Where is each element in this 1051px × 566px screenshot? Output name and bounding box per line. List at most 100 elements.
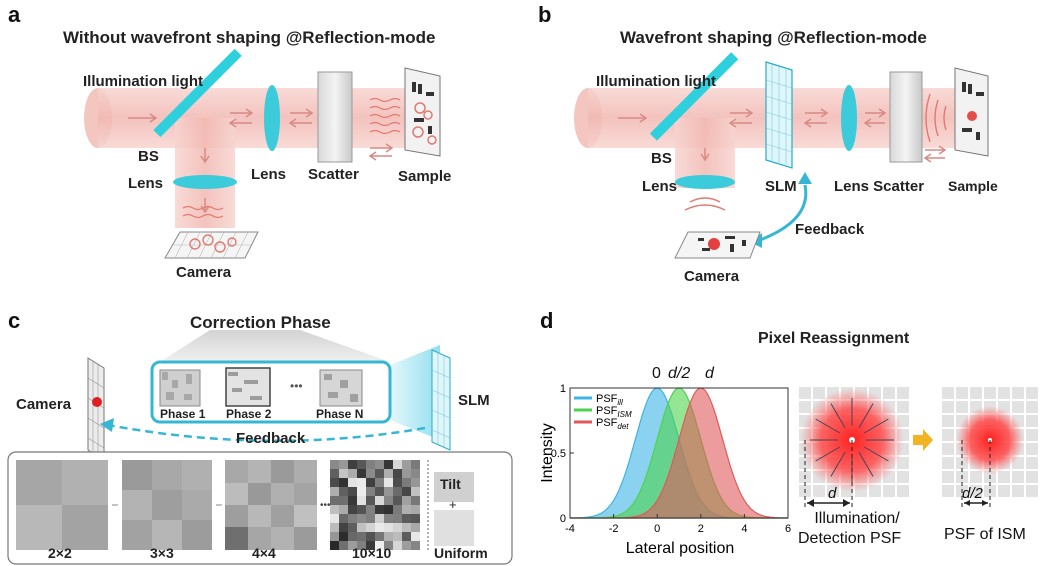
grid10-cell [330, 541, 339, 550]
lens-b-mid [841, 85, 857, 151]
grid10-cell [366, 487, 375, 496]
grid10-cell [330, 460, 339, 469]
grid-cell [942, 429, 954, 441]
grid10-cell [402, 523, 411, 532]
grid-cell [998, 387, 1010, 399]
grid-3x3 [122, 460, 212, 550]
grid10-cell [411, 496, 420, 505]
legend-label: PSFdet [596, 417, 629, 431]
grid-3x3-label: 3×3 [150, 545, 174, 561]
grid-cell [1026, 415, 1038, 427]
tilt-label: Tilt [440, 476, 461, 492]
grid10-cell [402, 460, 411, 469]
plus-label: + [449, 497, 457, 512]
scatter-label-a: Scatter [308, 166, 359, 183]
grid-cell [942, 415, 954, 427]
inward-arrow [863, 418, 889, 434]
grid10-cell [411, 523, 420, 532]
grid10-cell [330, 487, 339, 496]
grid-cell [942, 471, 954, 483]
phase-2-thumb [225, 367, 271, 407]
grid10-cell [339, 523, 348, 532]
grid10-cell [402, 496, 411, 505]
phase-n-label: Phase N [316, 407, 364, 421]
panel-a-letter: a [8, 2, 21, 27]
grid10-cell [330, 478, 339, 487]
grid10-cell [366, 460, 375, 469]
feedback-label-c: Feedback [236, 430, 306, 447]
grid10-cell [393, 460, 402, 469]
camera-a [164, 231, 259, 259]
lens-mid-a [264, 85, 280, 151]
d-mark: d [828, 485, 837, 502]
grid-cell [897, 471, 909, 483]
grid10-cell [384, 541, 393, 550]
inward-arrow [815, 418, 841, 434]
grid10-cell [384, 460, 393, 469]
panel-d-letter: d [540, 308, 554, 333]
grid10-cell [393, 505, 402, 514]
panel-b-letter: b [538, 2, 552, 27]
grid10-cell [411, 478, 420, 487]
grid10-cell [366, 514, 375, 523]
grid10-cell [375, 460, 384, 469]
grid-cell [1012, 485, 1024, 497]
grid10-cell [330, 532, 339, 541]
x-tick-label: -2 [609, 523, 619, 535]
x-tick-label: 2 [698, 523, 704, 535]
panel-b-diagram [574, 52, 989, 259]
grid10-cell [348, 532, 357, 541]
grid-cell [1026, 443, 1038, 455]
feedback-arrow-b [759, 184, 808, 242]
grid-4x4-label: 4×4 [252, 545, 276, 561]
lens-label-b: Lens [642, 178, 678, 195]
grid10-cell [375, 514, 384, 523]
grid-cell [970, 485, 982, 497]
yellow-arrow [913, 429, 933, 451]
camera-label-b: Camera [684, 268, 740, 285]
grid10-cell [330, 523, 339, 532]
grid-cell [883, 387, 895, 399]
inward-arrow [830, 403, 846, 429]
grid10-cell [357, 505, 366, 514]
grid10-cell [366, 478, 375, 487]
grid10-cell [366, 541, 375, 550]
illumination-label-a: Illumination light [83, 73, 203, 90]
grid-cell [998, 471, 1010, 483]
grid10-cell [348, 487, 357, 496]
grid-cell [897, 485, 909, 497]
uniform-label: Uniform [434, 545, 488, 561]
grid10-cell [393, 514, 402, 523]
grid10-cell [366, 469, 375, 478]
illumination-label-b: Illumination light [596, 73, 716, 90]
grid10-cell [339, 505, 348, 514]
slm-label-b: SLM [765, 178, 797, 195]
grid10-cell [375, 523, 384, 532]
grid-cell [1026, 485, 1038, 497]
inward-arrow [815, 446, 841, 462]
grid10-cell [393, 532, 402, 541]
grid10-cell [348, 541, 357, 550]
grid-cell [956, 387, 968, 399]
grid10-cell [375, 478, 384, 487]
psf-grids [799, 387, 1038, 510]
grid-cell [1026, 429, 1038, 441]
grid-cell [1026, 457, 1038, 469]
grid10-cell [384, 505, 393, 514]
lens-left-label-a: Lens [128, 175, 164, 192]
grid10-cell [384, 532, 393, 541]
grid10-cell [375, 541, 384, 550]
y-tick-label: 0.5 [551, 448, 566, 460]
grid-cell [799, 387, 811, 399]
grid-cell [970, 471, 982, 483]
grid-cell [897, 387, 909, 399]
grid10-cell [366, 505, 375, 514]
grid10-cell [348, 478, 357, 487]
grid10-cell [402, 532, 411, 541]
grid10-cell [330, 469, 339, 478]
grid-cell [883, 485, 895, 497]
grid10-cell [366, 532, 375, 541]
grid10-cell [339, 496, 348, 505]
grid10-cell [411, 469, 420, 478]
grid10-cell [348, 460, 357, 469]
